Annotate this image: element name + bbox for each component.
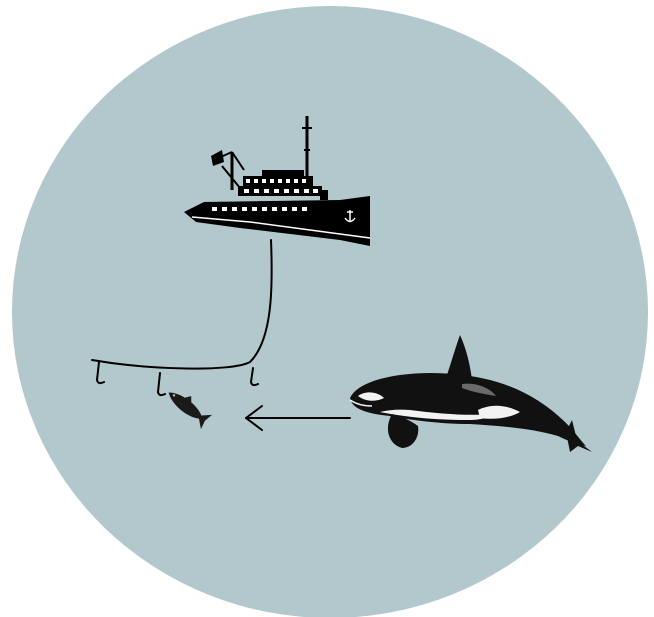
ocean-circle (12, 6, 648, 617)
